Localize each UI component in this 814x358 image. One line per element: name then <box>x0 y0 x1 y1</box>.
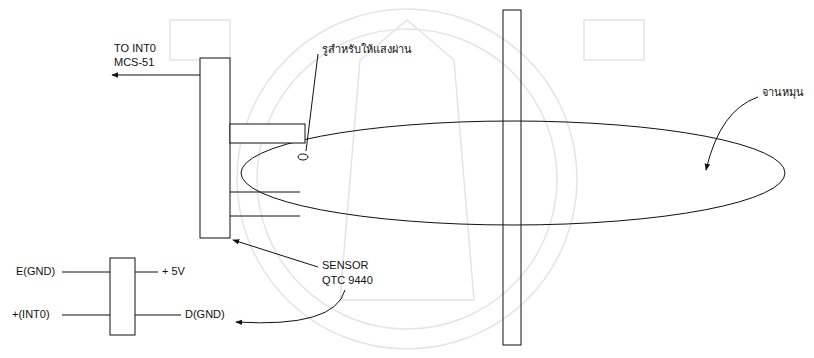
leader-line <box>236 290 345 323</box>
label-text: รูสำหรับให้แสงผ่าน <box>322 43 412 56</box>
label-text: +(INT0) <box>12 308 50 321</box>
pinout-box <box>110 258 135 335</box>
light-hole <box>298 154 308 160</box>
sensor-body <box>200 58 230 238</box>
label-text: E(GND) <box>16 265 55 278</box>
label-text: + 5V <box>162 265 185 278</box>
pin-wire <box>62 272 181 315</box>
label-text: D(GND) <box>185 308 225 321</box>
disk-axle <box>503 10 521 345</box>
rotating-disk <box>241 121 785 225</box>
leader-line <box>306 54 318 151</box>
label-text: QTC 9440 <box>322 274 373 287</box>
sensor-lower-arm <box>230 192 300 216</box>
leader-line <box>233 240 318 267</box>
label-text: จานหมุน <box>762 86 804 99</box>
label-text: MCS-51 <box>114 56 154 69</box>
signal-arrow <box>112 75 200 76</box>
label-text: SENSOR <box>322 259 368 272</box>
leader-line <box>706 97 758 170</box>
sensor-upper-arm <box>230 124 305 143</box>
watermark-seal <box>170 9 644 349</box>
label-text: TO INT0 <box>114 42 156 55</box>
